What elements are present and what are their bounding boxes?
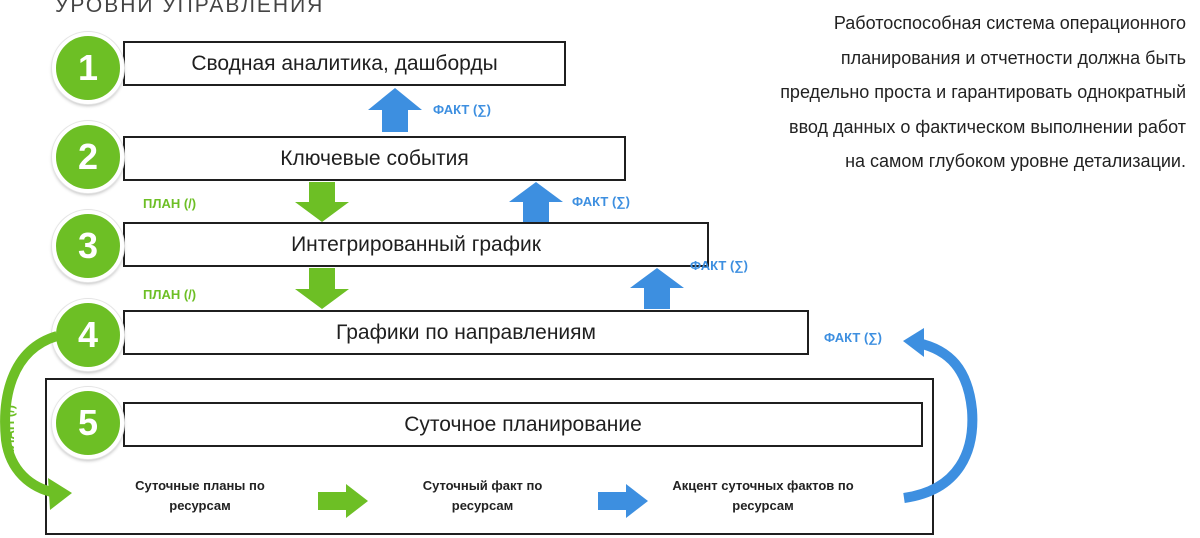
plan-label: ПЛАН (/)	[143, 196, 197, 211]
level-4-badge: 4	[52, 299, 124, 371]
green-arrow-right-icon	[318, 484, 368, 518]
blue-arrow-right-icon	[598, 484, 648, 518]
description-text: Работоспособная система операционного пл…	[780, 13, 1186, 172]
level-5-container	[45, 378, 934, 535]
fact-label: ФАКТ (∑)	[572, 194, 630, 209]
level-2-badge: 2	[52, 121, 124, 193]
fact-arrow-up-icon	[509, 182, 563, 222]
level-4-box: Графики по направлениям	[123, 310, 809, 355]
level-5-badge: 5	[52, 387, 124, 459]
fact-arrow-up-icon	[368, 88, 422, 132]
diagram-title: УРОВНИ УПРАВЛЕНИЯ	[55, 0, 325, 17]
plan-arrow-down-icon	[295, 182, 349, 222]
level-5-box: Суточное планирование	[123, 402, 923, 447]
sub-step-daily-fact: Суточный факт по ресурсам	[422, 478, 543, 513]
sub-step-daily-plans: Суточные планы по ресурсам	[135, 478, 265, 513]
fact-label: ФАКТ (∑)	[690, 258, 748, 273]
plan-arrow-down-icon	[295, 268, 349, 309]
level-3-box: Интегрированный график	[123, 222, 709, 267]
fact-label: ФАКТ (∑)	[824, 330, 882, 345]
sub-step-fact-accent: Акцент суточных фактов по ресурсам	[672, 478, 854, 513]
fact-label: ФАКТ (∑)	[433, 102, 491, 117]
level-1-badge: 1	[52, 32, 124, 104]
level-2-box: Ключевые события	[123, 136, 626, 181]
level-3-badge: 3	[52, 210, 124, 282]
level-1-box: Сводная аналитика, дашборды	[123, 41, 566, 86]
plan-label: ПЛАН (/)	[143, 287, 197, 302]
fact-arrow-up-icon	[630, 268, 684, 309]
